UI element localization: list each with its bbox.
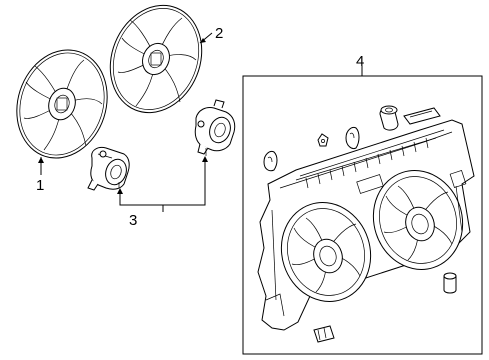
callout-label-4: 4	[356, 53, 364, 70]
bushing-cylinder	[379, 105, 399, 131]
arrowheads	[38, 38, 208, 194]
label-tag	[403, 107, 441, 125]
grommet-round-left	[263, 151, 278, 172]
fan-shroud-assembly	[257, 119, 475, 331]
cap-cylinder	[443, 272, 457, 294]
clip-small	[317, 133, 329, 147]
fan-motor-left	[87, 147, 130, 191]
fan-motor-right	[194, 99, 236, 156]
fan-blade-2	[109, 4, 203, 114]
callout-label-2: 2	[215, 25, 223, 42]
callout-label-1: 1	[36, 177, 44, 194]
grommet-round-mid	[345, 127, 360, 149]
fan-blade-1	[16, 49, 108, 159]
clip-bottom	[313, 325, 335, 343]
callout-label-3: 3	[129, 212, 137, 229]
